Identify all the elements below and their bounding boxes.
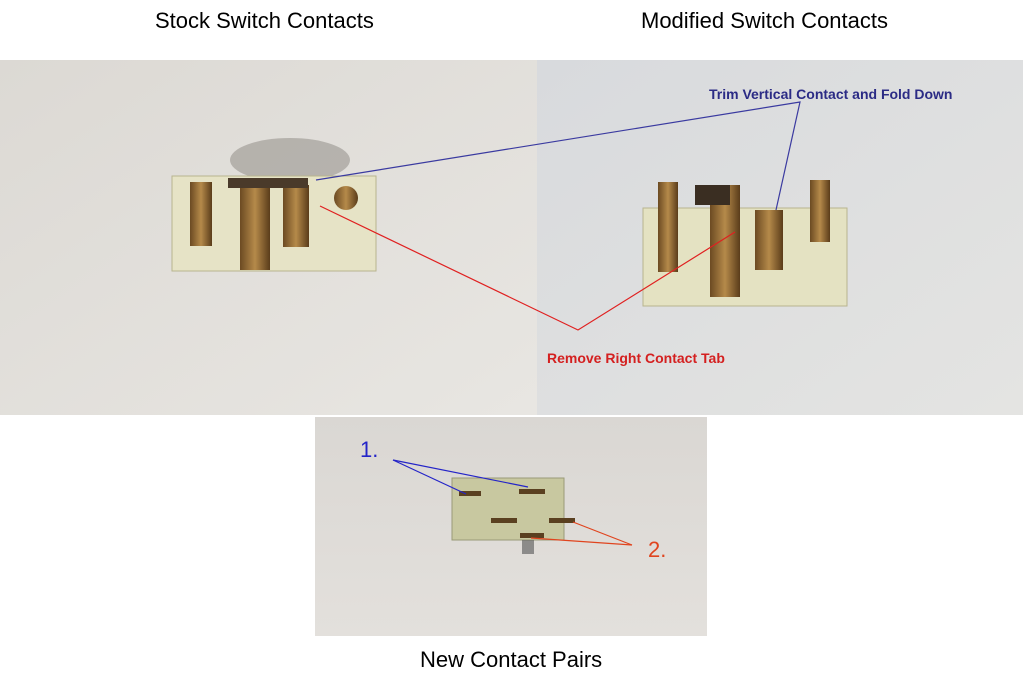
pair1-arrow-b [392, 459, 529, 488]
modified-switch-photo [537, 60, 1023, 415]
pair1-arrow-a [392, 459, 467, 495]
trim-leader-line [315, 101, 801, 211]
stock-switch-photo [0, 60, 537, 415]
pair2-label: 2. [648, 537, 667, 562]
remove-annotation: Remove Right Contact Tab [547, 350, 725, 366]
new-pairs-title: New Contact Pairs [420, 647, 603, 672]
pair1-label: 1. [360, 437, 379, 462]
pair2-arrow-b [530, 537, 633, 546]
new-contact-pairs-photo [315, 417, 707, 636]
stock-title: Stock Switch Contacts [155, 8, 374, 33]
pair2-arrow-a [572, 521, 633, 546]
modified-title: Modified Switch Contacts [641, 8, 888, 33]
trim-annotation: Trim Vertical Contact and Fold Down [709, 86, 953, 102]
remove-leader-line [319, 205, 736, 331]
